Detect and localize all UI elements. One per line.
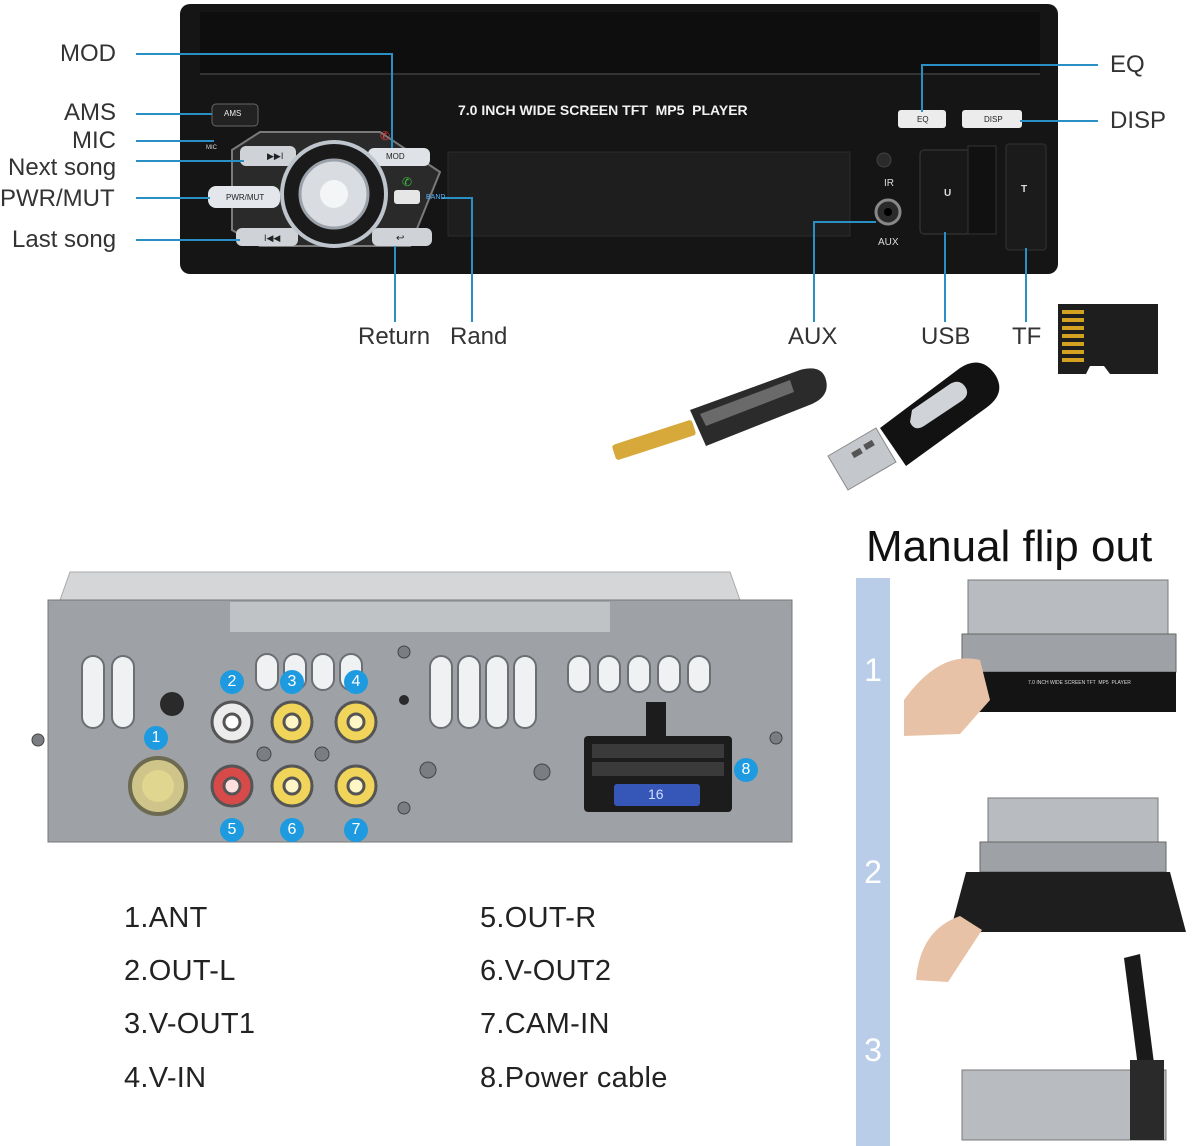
- flip-step-2-illustration: [916, 797, 1186, 982]
- legend-out-l: 2.OUT-L: [124, 955, 236, 987]
- callout-return: Return: [358, 323, 431, 350]
- callout-tf: TF: [1012, 323, 1042, 350]
- aux-plug-illustration: [612, 368, 827, 460]
- legend-ant: 1.ANT: [124, 902, 208, 934]
- legend-cam-in: 7.CAM-IN: [480, 1008, 610, 1040]
- legend-v-out1: 3.V-OUT1: [124, 1008, 256, 1040]
- callout-pwr-mut: PWR/MUT: [0, 185, 115, 212]
- callout-usb: USB: [921, 323, 971, 350]
- disp-button: [962, 110, 1022, 128]
- return-button: [372, 228, 432, 246]
- svg-text:✆: ✆: [380, 129, 390, 143]
- band-button: [394, 190, 420, 204]
- tf-slot-label: T: [1021, 184, 1028, 195]
- fuse: [614, 784, 700, 806]
- callout-lines-front: [136, 53, 1098, 322]
- pwr-mut-button: [208, 186, 280, 208]
- flip-step-1: 1: [864, 652, 882, 688]
- ir-label: IR: [884, 178, 894, 189]
- svg-text:▶▶I: ▶▶I: [267, 151, 283, 161]
- legend-power-cable: 8.Power cable: [480, 1062, 668, 1094]
- mod-button-label[interactable]: MOD: [386, 152, 405, 161]
- svg-text:↩: ↩: [396, 233, 404, 244]
- band-label: BAND: [426, 194, 446, 201]
- svg-text:I◀◀: I◀◀: [264, 233, 280, 243]
- connector-fuse-label: 16: [648, 786, 664, 802]
- rear-panel-illustration: [31, 571, 793, 843]
- mod-button: [368, 148, 430, 166]
- legend-v-out2: 6.V-OUT2: [480, 955, 612, 987]
- port-badge-8: 8: [734, 758, 758, 782]
- eq-button-label[interactable]: EQ: [917, 115, 929, 124]
- callout-disp: DISP: [1110, 107, 1167, 134]
- callout-last-song: Last song: [12, 226, 117, 253]
- port-badge-7: 7: [344, 818, 368, 842]
- flip-step-bar: [856, 578, 890, 1146]
- callout-ams: AMS: [64, 99, 117, 126]
- aux-label: AUX: [878, 237, 899, 248]
- flip-step-2: 2: [864, 854, 882, 890]
- port-badge-2: 2: [220, 670, 244, 694]
- callout-next-song: Next song: [8, 154, 117, 181]
- callout-mic: MIC: [72, 127, 116, 154]
- legend-out-r: 5.OUT-R: [480, 902, 597, 934]
- ir-sensor: [876, 152, 892, 168]
- legend-v-in: 4.V-IN: [124, 1062, 207, 1094]
- flip-step-3-illustration: [961, 954, 1167, 1141]
- flip-step-3: 3: [864, 1032, 882, 1068]
- usb-stick-illustration: [827, 362, 1000, 491]
- display-screen: [447, 151, 851, 237]
- tf-slot: [1005, 143, 1047, 251]
- last-song-button: [236, 228, 298, 246]
- screen-title: 7.0 INCH WIDE SCREEN TFT MP5 PLAYER: [458, 102, 748, 118]
- port-badge-3: 3: [280, 670, 304, 694]
- port-badge-5: 5: [220, 818, 244, 842]
- callout-aux: AUX: [788, 323, 838, 350]
- disp-button-label[interactable]: DISP: [984, 115, 1003, 124]
- port-badge-4: 4: [344, 670, 368, 694]
- mic-label: MIC: [206, 145, 217, 151]
- flip-unit-label: 7.0 INCH WIDE SCREEN TFT MP5 PLAYER: [1028, 680, 1131, 686]
- callout-mod: MOD: [60, 40, 116, 67]
- flip-title: Manual flip out: [866, 522, 1153, 571]
- usb-port-label: U: [944, 188, 952, 199]
- svg-text:✆: ✆: [402, 175, 412, 189]
- micro-sd-card-illustration: [1058, 304, 1158, 374]
- callout-eq: EQ: [1110, 51, 1145, 78]
- port-badge-6: 6: [280, 818, 304, 842]
- ams-button-label[interactable]: AMS: [224, 109, 242, 118]
- callout-rand: Rand: [450, 323, 508, 350]
- flip-step-1-illustration: [904, 579, 1177, 736]
- eq-button: [898, 110, 946, 128]
- port-badge-1: 1: [144, 726, 168, 750]
- next-song-button: [240, 146, 296, 166]
- pwr-mut-button-label[interactable]: PWR/MUT: [226, 193, 265, 202]
